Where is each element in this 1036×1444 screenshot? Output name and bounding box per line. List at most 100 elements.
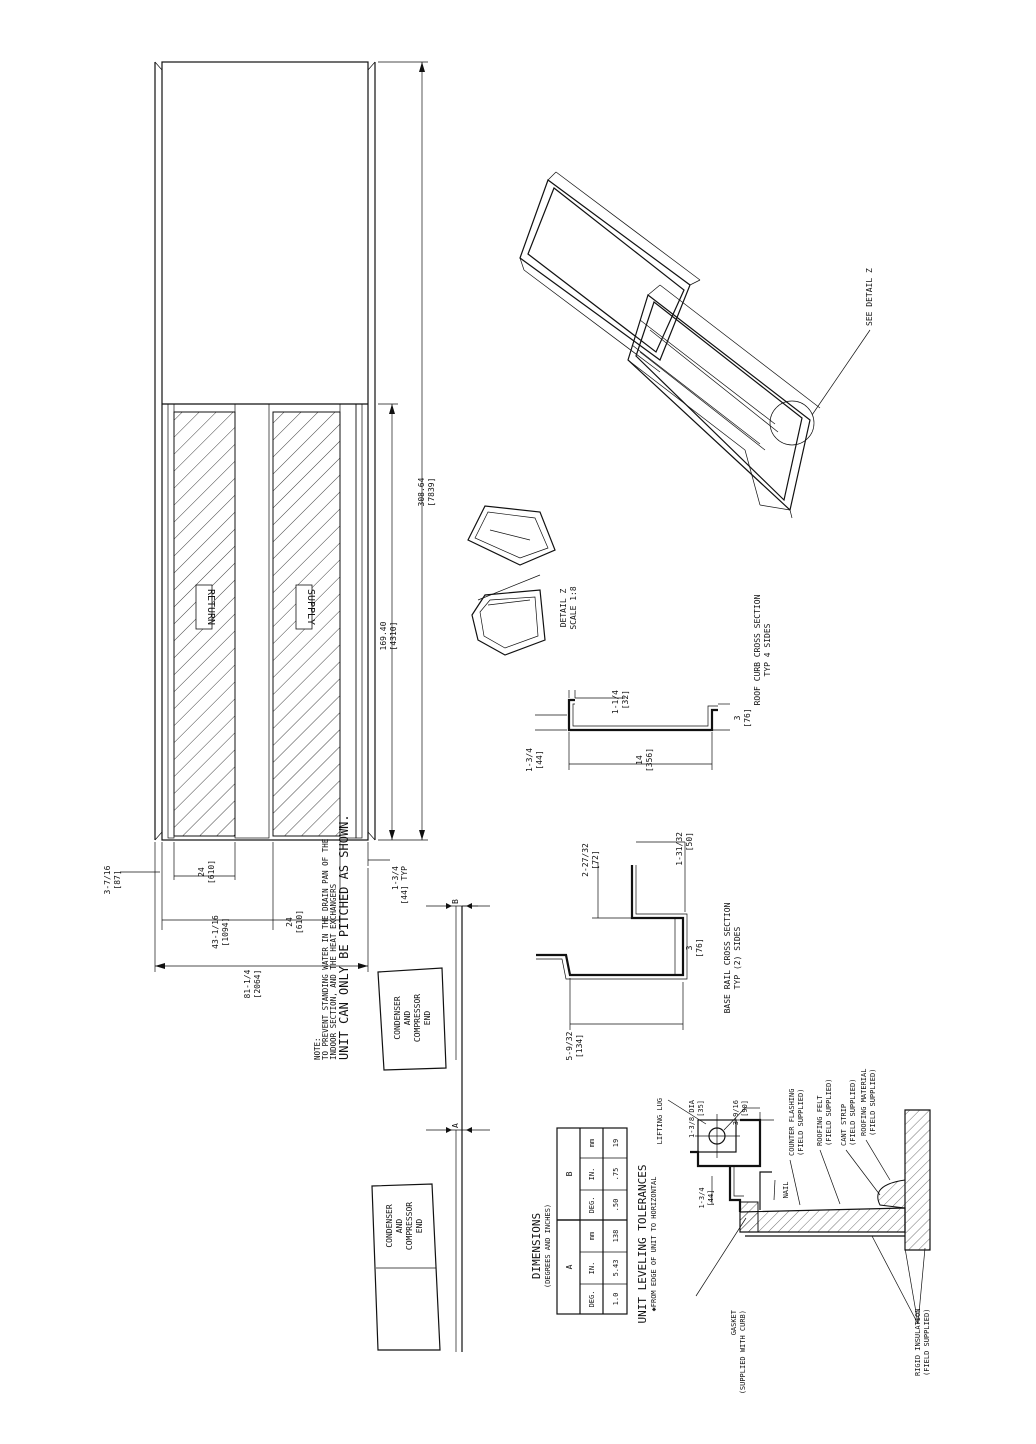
rc-dim-14-mm: [356]	[645, 748, 654, 772]
rigid-insulation	[904, 1109, 931, 1251]
table-header-in-a: IN.	[588, 1262, 596, 1275]
table-group-a: A	[565, 1264, 574, 1269]
iso-view: SEE DETAIL Z	[519, 171, 874, 519]
dim-3-7-16: 3-7/16	[103, 865, 112, 894]
lug-3-9-16-mm: [90]	[741, 1100, 749, 1117]
dim-81-mm: [2064]	[253, 970, 262, 999]
table-cell-mm-b: 19	[612, 1139, 620, 1147]
box-a-line2: AND	[395, 1219, 404, 1234]
table-cell-in-a: 5.43	[612, 1260, 620, 1277]
roofing-material-label: ROOFING MATERIAL	[860, 1069, 868, 1136]
dim-1-3-4-typ-mm: [44] TYP	[400, 866, 409, 905]
pitch-label-a: A	[451, 1123, 460, 1128]
note-label: NOTE:	[313, 1037, 322, 1060]
return-label: RETURN	[205, 589, 216, 625]
roofing-felt-sub: (FIELD SUPPLIED)	[825, 1079, 833, 1146]
plan-view: RETURN SUPPLY 308.64 [7839] 169.40 [4310…	[103, 61, 436, 999]
table-cell-mm-a: 138	[612, 1230, 620, 1243]
dim-overall-length-mm: [7839]	[427, 478, 436, 507]
counter-flashing-sub: (FIELD SUPPLIED)	[797, 1089, 805, 1156]
base-rail-section: 2-27/32 [72] 1-31/32 [50] 3 [76] 5-9/32 …	[536, 832, 742, 1060]
box-b-line1: CONDENSER	[393, 996, 402, 1040]
gasket-sub: (SUPPLIED WITH CURB)	[739, 1310, 747, 1394]
table-cell-in-b: .75	[612, 1168, 620, 1181]
rc-dim-14: 14	[635, 755, 644, 765]
curb-outline	[161, 61, 369, 841]
br-dim-1-31-32: 1-31/32	[675, 832, 684, 866]
cant-strip-sub: (FIELD SUPPLIED)	[849, 1079, 857, 1146]
table-cell-deg-b: .50	[612, 1199, 620, 1212]
pitch-note: NOTE: TO PREVENT STANDING WATER IN THE D…	[313, 814, 351, 1060]
box-a-line4: END	[415, 1219, 424, 1234]
dim-1-3-4-typ: 1-3/4	[391, 866, 400, 890]
box-a-line3: COMPRESSOR	[405, 1202, 414, 1250]
table-header-deg-b: DEG.	[588, 1197, 596, 1214]
br-dim-3-mm: [76]	[695, 938, 704, 957]
table-group-b: B	[565, 1171, 574, 1176]
box-b-line2: AND	[403, 1011, 412, 1026]
lug-3-9-16: 3-9/16	[732, 1100, 740, 1125]
note-line-3: UNIT CAN ONLY BE PITCHED AS SHOWN.	[337, 814, 351, 1060]
gasket-label: GASKET	[730, 1309, 738, 1335]
box-a-line1: CONDENSER	[385, 1204, 394, 1248]
rigid-insulation-sub: (FIELD SUPPLIED)	[923, 1309, 931, 1376]
rc-dim-1-3-4: 1-3/4	[525, 748, 534, 772]
rc-title: ROOF CURB CROSS SECTION	[753, 594, 762, 705]
roofing-felt-label: ROOFING FELT	[816, 1095, 824, 1146]
nail-label: NAIL	[782, 1182, 790, 1199]
table-header-deg-a: DEG.	[588, 1291, 596, 1308]
roof-curb-section: 1-1/4 [32] 3 [76] 1-3/4 [44] 14 [356] RO…	[525, 594, 772, 772]
table-header-mm-b: mm	[588, 1139, 596, 1147]
pitch-label-b: B	[451, 899, 460, 904]
rc-dim-1-1-4: 1-1/4	[611, 690, 620, 714]
dim-curb-length-mm: [4310]	[389, 622, 398, 651]
leveling-subtitle: ✱FROM EDGE OF UNIT TO HORIZONTAL	[650, 1177, 658, 1312]
table-header-mm-a: mm	[588, 1232, 596, 1240]
see-detail-z: SEE DETAIL Z	[865, 268, 874, 326]
dim-43: 43-1/16	[211, 915, 220, 949]
dim-24a-mm: [610]	[207, 860, 216, 884]
br-dim-5-9-32-mm: [134]	[575, 1034, 584, 1058]
detail-z-title: DETAIL Z	[559, 589, 568, 628]
lug-dia-mm: [35]	[697, 1100, 705, 1117]
curb-1-3-4-mm: [44]	[707, 1190, 715, 1207]
leveling-title: UNIT LEVELING TOLERANCES	[636, 1165, 649, 1324]
rc-dim-1-3-4-mm: [44]	[535, 750, 544, 769]
pitch-diagram-a: CONDENSER AND COMPRESSOR END A	[371, 1123, 490, 1352]
rc-dim-3: 3	[733, 715, 742, 720]
rc-dim-1-1-4-mm: [32]	[621, 690, 630, 709]
dim-3-7-16-mm: [87]	[113, 870, 122, 889]
table-title: DIMENSIONS	[530, 1213, 543, 1279]
curb-install-detail: LIFTING LUG 1-3/8 DIA [35] 3-9/16 [90] 1…	[656, 1069, 931, 1395]
rc-dim-3-mm: [76]	[743, 708, 752, 727]
br-dim-3: 3	[685, 945, 694, 950]
br-title: BASE RAIL CROSS SECTION	[723, 902, 732, 1013]
br-dim-5-9-32: 5-9/32	[565, 1031, 574, 1060]
rc-subtitle: TYP 4 SIDES	[763, 623, 772, 676]
detail-z-view: DETAIL Z SCALE 1:8	[467, 505, 578, 656]
supply-label: SUPPLY	[305, 589, 316, 625]
box-b-line4: END	[423, 1011, 432, 1026]
pitch-diagram-b: CONDENSER AND COMPRESSOR END B	[377, 899, 490, 1352]
note-line-1: TO PREVENT STANDING WATER IN THE DRAIN P…	[321, 838, 330, 1060]
dim-43-mm: [1094]	[221, 918, 230, 947]
cant-strip-label: CANT STRIP	[840, 1104, 848, 1146]
dim-24b-mm: [610]	[295, 910, 304, 934]
dim-curb-length: 169.40	[379, 621, 388, 650]
roofing-material-sub: (FIELD SUPPLIED)	[869, 1069, 877, 1136]
cant-strip	[877, 1179, 906, 1209]
table-header-in-b: IN.	[588, 1168, 596, 1181]
br-dim-2-27-32: 2-27/32	[581, 843, 590, 877]
dim-24b: 24	[285, 917, 294, 927]
dim-81: 81-1/4	[243, 969, 252, 998]
box-b-line3: COMPRESSOR	[413, 994, 422, 1042]
dimensions-table: B A DEG. IN. mm DEG. IN. mm 1.0 5.43 138…	[530, 1127, 658, 1324]
br-dim-2-27-32-mm: [72]	[591, 850, 600, 869]
table-cell-deg-a: 1.0	[612, 1293, 620, 1306]
detail-z-scale: SCALE 1:8	[569, 586, 578, 630]
note-line-2: INDOOR SECTION, AND THE HEAT EXCHANGERS	[329, 883, 338, 1060]
br-subtitle: TYP (2) SIDES	[733, 927, 742, 990]
lug-dia: 1-3/8 DIA	[688, 1099, 696, 1138]
rigid-insulation-label: RIGID INSULATION	[914, 1309, 922, 1376]
